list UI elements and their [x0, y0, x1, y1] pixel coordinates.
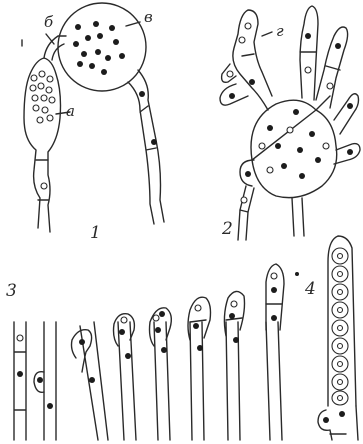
panel-1-drawing [22, 3, 164, 232]
panel-number-2: 2 [221, 219, 233, 239]
panel-4-drawing [295, 236, 358, 440]
label-a: а [66, 102, 75, 120]
panel-2-drawing [220, 6, 360, 240]
panel-number-1: 1 [90, 223, 101, 243]
label-v: в [144, 8, 153, 26]
label-b: б [44, 13, 54, 31]
label-g: г [276, 22, 284, 40]
panel-number-3: 3 [6, 281, 17, 301]
panel-3-drawing [14, 264, 284, 440]
panel-number-4: 4 [304, 279, 316, 299]
